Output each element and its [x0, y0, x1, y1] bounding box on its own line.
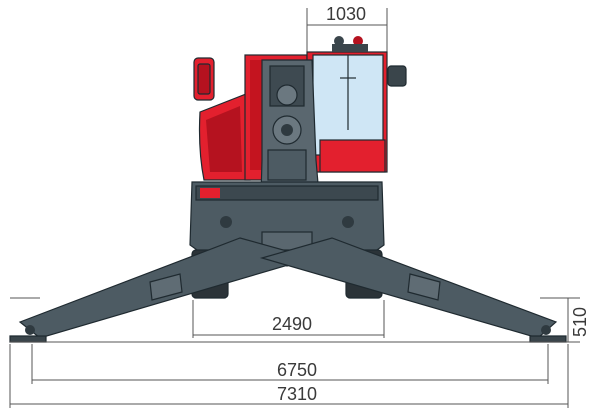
ground-reference-lines [10, 297, 580, 343]
dimension-label-cab-width: 1030 [326, 4, 366, 24]
dimension-label-outrigger-outer-span: 7310 [277, 384, 317, 404]
dimension-label-ground-clearance: 510 [570, 307, 590, 337]
dimension-label-outrigger-inner-span: 6750 [277, 360, 317, 380]
outrigger-foot-left [9, 335, 47, 343]
dimension-track-width: 2490 [192, 300, 385, 338]
outrigger-right [259, 237, 567, 343]
outrigger-left [9, 237, 315, 343]
dimension-outrigger-inner-span: 6750 [31, 344, 549, 384]
step-red [200, 188, 220, 198]
dimension-outrigger-outer-span: 7310 [9, 344, 569, 408]
dimension-label-track-width: 2490 [272, 314, 312, 334]
dimension-ground-clearance: 510 [567, 298, 590, 342]
right-mirror [387, 65, 407, 87]
beacon-light [353, 36, 363, 46]
beacon-light [334, 36, 344, 46]
outrigger-foot-right [529, 335, 567, 343]
dimension-cab-width: 1030 [306, 4, 388, 55]
